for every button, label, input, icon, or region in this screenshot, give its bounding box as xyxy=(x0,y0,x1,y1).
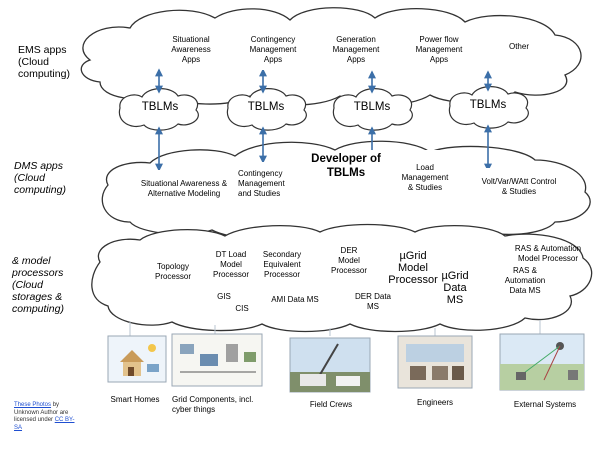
tblm-cloud-3-label: TBLMs xyxy=(353,101,391,113)
tblm-cloud-1-label: TBLMs xyxy=(141,101,179,113)
ras-automation-data-ms: RAS & Automation Data MS xyxy=(504,266,546,295)
photo-external-systems xyxy=(499,333,585,391)
ems-app-other: Other xyxy=(490,30,548,64)
cis-processor: CIS xyxy=(235,304,249,313)
photo-engineers xyxy=(397,335,473,389)
dt-load-model-processor: DT Load Model Processor xyxy=(212,250,249,279)
ugrid-model-processor: µGrid Model Processor xyxy=(388,250,438,286)
ems-app-power-flow-management: Power flow Management Apps xyxy=(402,30,476,70)
cc-by-sa-link[interactable]: CC BY-SA xyxy=(14,417,75,431)
gis-processor: GIS xyxy=(217,292,231,301)
dms-app-contingency-management: Contingency Management and Studies xyxy=(238,162,302,206)
ems-app-contingency-management: Contingency Management Apps xyxy=(237,30,309,70)
dms-app-situational-awareness: Situational Awareness & Alternative Mode… xyxy=(132,170,236,208)
der-data-ms: DER Data MS xyxy=(354,292,391,311)
caption-external-systems: External Systems xyxy=(513,400,577,409)
ems-app-generation-management: Generation Management Apps xyxy=(322,30,390,70)
tblm-cloud-4-label: TBLMs xyxy=(469,99,507,111)
caption-field-crews: Field Crews xyxy=(309,400,353,409)
caption-smart-homes: Smart Homes xyxy=(110,395,160,404)
ems-apps-label: EMS apps (Cloud computing) xyxy=(18,44,70,80)
tblm-cloud-2-label: TBLMs xyxy=(247,101,285,113)
dms-apps-label-text: DMS apps (Cloud computing) xyxy=(14,160,66,196)
dms-cloud xyxy=(101,140,591,241)
caption-grid-components: Grid Components, incl. cyber things xyxy=(172,395,254,414)
caption-engineers: Engineers xyxy=(416,398,454,407)
tblm-clouds xyxy=(118,86,529,131)
photo-license-note: These Photos by Unknown Author are licen… xyxy=(14,402,79,432)
der-model-processor: DER Model Processor xyxy=(330,246,367,275)
dms-apps-label: DMS apps (Cloud computing) xyxy=(14,160,84,196)
license-text: by Unknown Author are licensed under xyxy=(14,402,69,423)
processor-cloud xyxy=(91,223,593,333)
ami-data-ms: AMI Data MS xyxy=(271,295,319,304)
ras-automation-model-processor: RAS & Automation Model Processor xyxy=(514,244,582,263)
ems-app-situational-awareness: Situational Awareness Apps xyxy=(160,30,222,70)
ugrid-data-ms: µGrid Data MS xyxy=(441,270,469,306)
photos-link[interactable]: These Photos xyxy=(14,402,52,408)
photo-field-crews xyxy=(289,337,371,393)
developer-of-tblms: Developer of TBLMs xyxy=(311,153,381,179)
connection-arrows xyxy=(155,68,492,172)
model-processors-label: & model processors (Cloud storages & com… xyxy=(12,255,64,315)
photo-smart-homes xyxy=(107,335,167,383)
secondary-equivalent-processor: Secondary Equivalent Processor xyxy=(262,250,302,279)
dms-app-load-management: Load Management & Studies xyxy=(390,150,460,206)
topology-processor: Topology Processor xyxy=(154,262,191,281)
photo-grid-components xyxy=(171,333,263,387)
dms-app-volt-var-watt-control: Volt/Var/WAtt Control & Studies xyxy=(470,168,568,206)
